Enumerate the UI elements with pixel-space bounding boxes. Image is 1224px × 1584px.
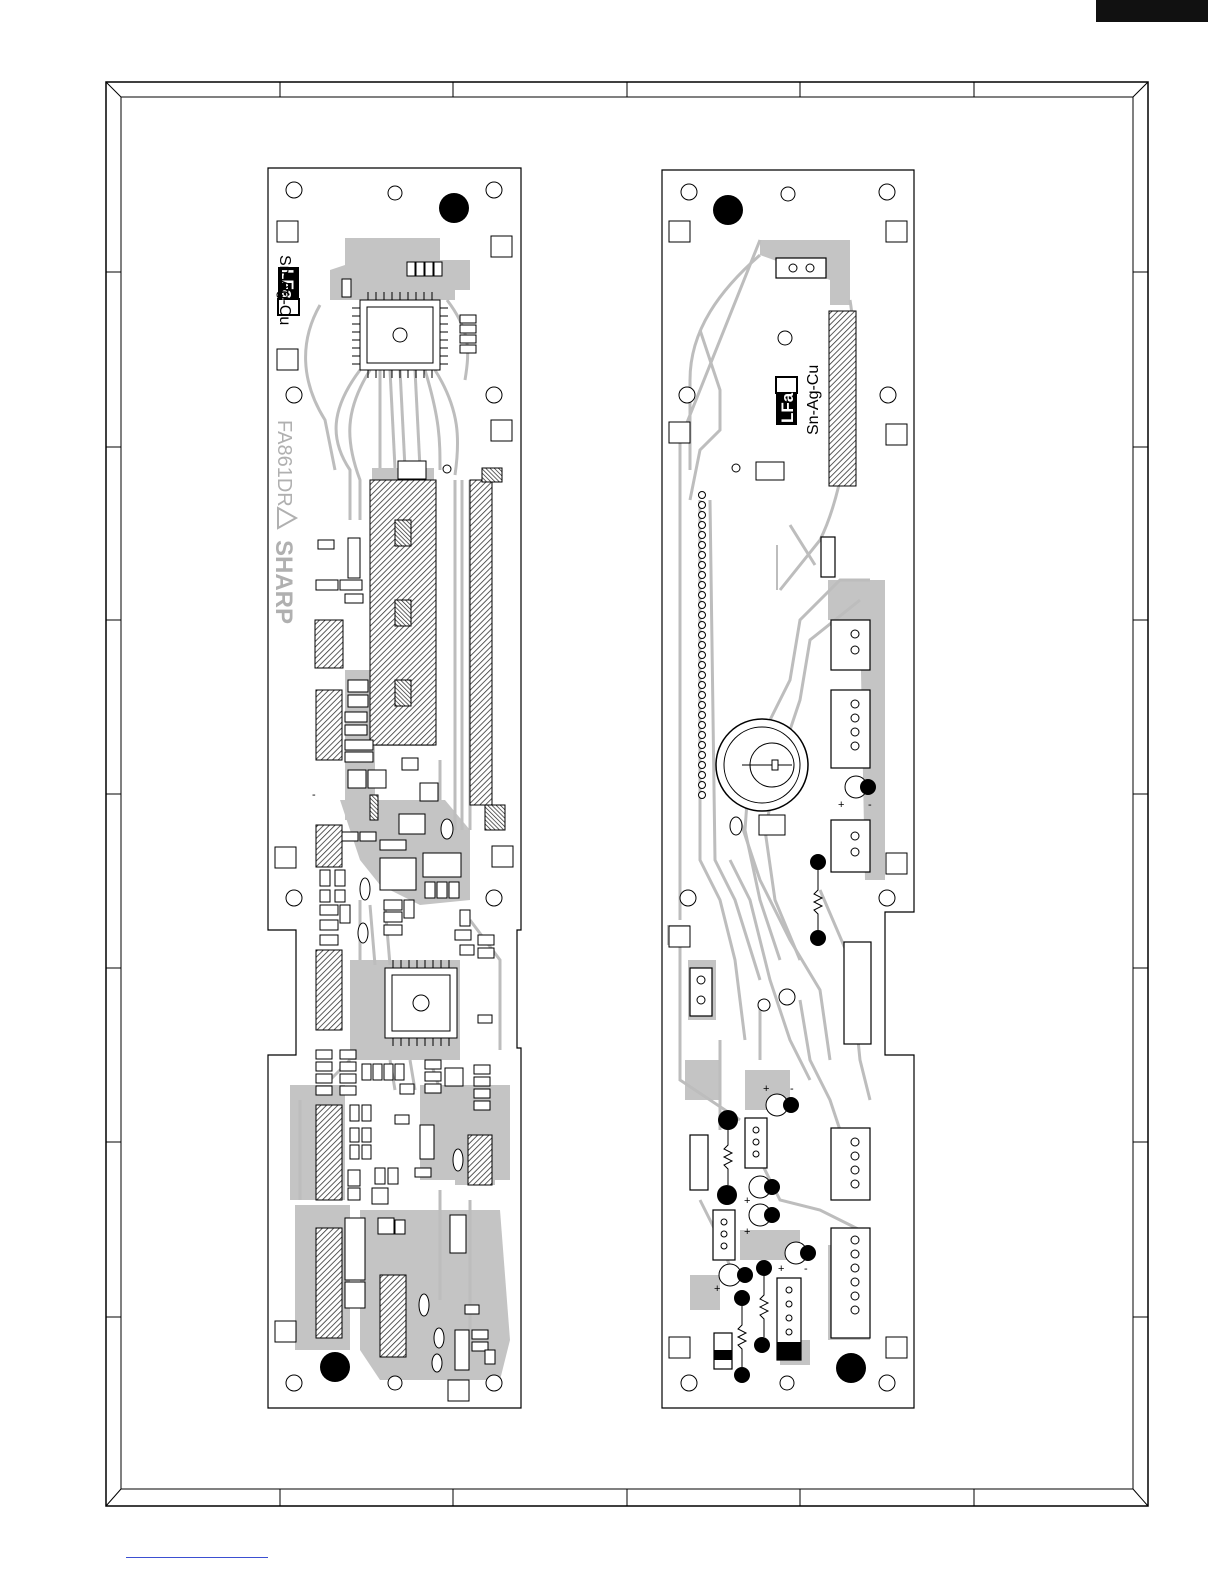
polarity-plus: + [744,1195,750,1207]
polarity-plus: + [714,1283,720,1295]
link-underline [126,1557,268,1558]
drawing-frame [106,82,1148,1506]
polarity-plus: + [838,799,844,811]
fpc-connector-pad [829,311,856,486]
svg-text:LFa: LFa [778,392,797,423]
pcb-board-right: LFa Sn-Ag-Cu + - + - + + + + - [662,170,914,1408]
lead-free-logo: LFa [776,377,797,425]
polarity-plus: + [763,1083,769,1095]
polarity-minus: - [312,789,316,801]
polarity-minus: - [868,799,872,811]
test-point [758,999,770,1011]
alloy-label: Sn-Ag-Cu [805,365,822,435]
pin1-marker [714,1350,732,1360]
polarity-minus: - [804,1263,808,1275]
alloy-label: Sn-Ag-Cu [276,255,293,325]
ic-qfp-top [352,292,448,378]
polarity-plus: + [778,1263,784,1275]
buzzer [716,719,808,811]
polarity-plus: + [744,1226,750,1238]
ic-qfp-bottom [385,960,457,1046]
pin-header-holes [699,492,706,799]
polarity-minus: - [790,1083,794,1095]
test-point [779,989,795,1005]
model-label: FA861DR [273,420,295,507]
pin1-marker [777,1342,801,1360]
pcb-board-left: LFa Sn-Ag-Cu FA861DR SHARP - [268,168,521,1408]
brand-label: SHARP [270,540,297,624]
